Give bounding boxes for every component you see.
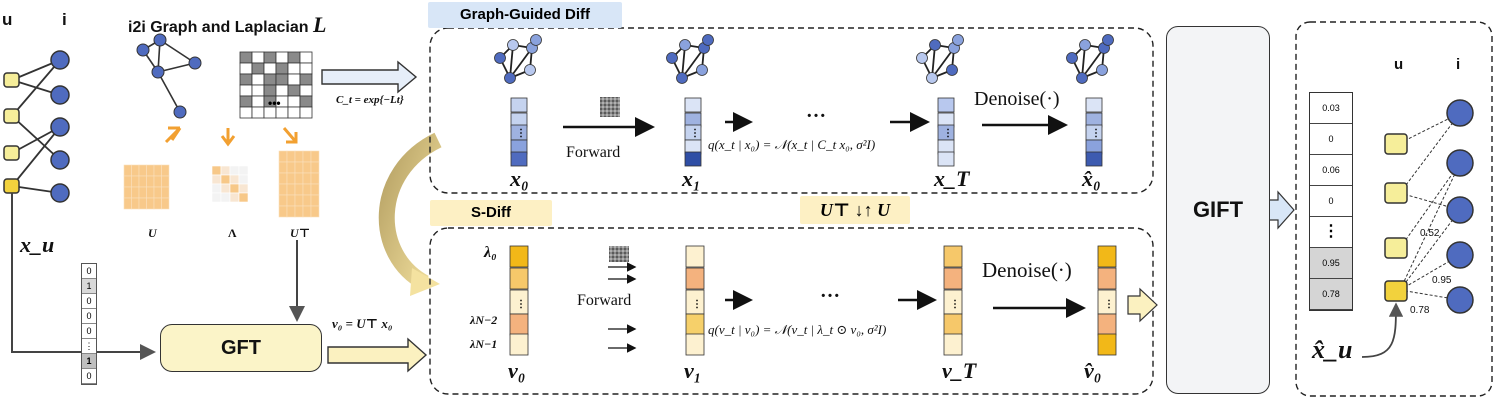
edge-weight-1: 0.52 [1420,228,1440,239]
blue-vectors: ⋮ ⋮ ⋮ ⋮ [510,97,1103,167]
transform-label: U⊤ ↓↑ U [800,196,910,224]
svg-text:⋮: ⋮ [950,299,960,310]
score-cell: 0.95 [1310,248,1352,279]
edge-weight-2: 0.95 [1432,275,1452,286]
svg-text:⋮: ⋮ [692,299,702,310]
score-cell: 0.03 [1310,93,1352,124]
curved-arrow-head [410,268,440,296]
graph-diff-title: Graph-Guided Diff [428,2,622,28]
svg-text:⋮: ⋮ [943,128,953,139]
gft-box: GFT [160,324,322,372]
sdiff-to-gift-arrow [1127,287,1158,323]
lambda-matrix-label: Λ [228,226,237,240]
svg-text:⋮: ⋮ [1104,299,1114,310]
lambda-matrix [211,165,249,203]
lambda0-label: λ₀ [484,244,497,261]
ut-matrix [278,150,320,218]
score-cell: 0.06 [1310,155,1352,186]
xu-label: x_u [20,232,55,257]
dots-top: … [806,100,826,122]
graph-diff-box [429,27,1154,194]
i-label-right: i [1456,56,1461,73]
score-cell: 0 [1310,124,1352,155]
u-matrix-label: U [148,226,157,240]
output-graph [1384,99,1474,314]
gift-to-output-arrow [1267,190,1295,230]
input-vector-cell: 0 [82,309,96,324]
u-label-right: u [1394,56,1404,73]
xu-hat-label: x̂_u [1312,335,1353,364]
input-vector-cell: 0 [82,264,96,279]
noise-icon-bottom [609,246,629,262]
svg-text:⋮: ⋮ [516,299,526,310]
xu-to-gft-line [11,193,156,360]
gft-output-arrow [327,337,428,373]
s-diff-box [429,227,1154,395]
input-vector-cell: ⋮ [82,339,96,354]
v0hat-label: v̂₀ [1084,358,1102,383]
dots-bottom: … [820,280,840,302]
input-vector-cell: 0 [82,324,96,339]
i-label-left: i [62,10,67,29]
ct-equation: C_t = exp{−Lt} [336,94,404,106]
vT-label: v_T [942,358,977,383]
denoise-label-bottom: Denoise(·) [982,258,1072,282]
lambdaN2-label: λN−2 [470,313,498,327]
s-diff-title: S-Diff [430,200,552,226]
xu-hat-curve [1361,302,1404,358]
svg-text:⋮: ⋮ [516,128,526,139]
input-vector-cell: 1 [82,354,96,369]
lambdaN1-label: λN−1 [470,337,498,351]
bipartite-graph [3,50,70,203]
input-vector-cell: 1 [82,279,96,294]
score-cell: ⋮ [1310,217,1352,248]
u-matrix [123,164,170,210]
svg-text:⋮: ⋮ [1091,128,1101,139]
edge-weight-3: 0.78 [1410,305,1430,316]
ct-arrow [321,60,418,94]
q-equation-top: q(x_t | x₀) = 𝒩(x_t | C_t x₀, σ²I) [708,137,876,152]
input-vector-cell: 0 [82,294,96,309]
q-equation-bottom: q(v_t | v₀) = 𝒩(v_t | λ_t ⊙ v₀, σ²I) [708,322,887,337]
xT-label: x_T [934,166,970,191]
score-cell: 0 [1310,186,1352,217]
forward-label-top: Forward [566,144,621,161]
output-box [1295,21,1493,397]
u-label-left: u [2,10,13,29]
v0-label: v₀ [508,358,526,383]
ut-matrix-label: U⊤ [290,226,311,240]
noise-icon-top [600,97,620,117]
forward-label-bottom: Forward [577,292,632,309]
svg-text:⋮: ⋮ [690,128,700,139]
input-vector-cell: 0 [82,369,96,384]
denoise-label-top: Denoise(·) [974,88,1060,110]
svg-text:•••: ••• [268,96,281,110]
x0hat-label: x̂₀ [1082,166,1101,191]
laplacian-matrix: ••• [239,51,313,119]
x0-label: x₀ [510,166,529,191]
v0-equation: v₀ = U⊤ x₀ [332,316,393,331]
curved-transfer-arrow [378,132,442,291]
x1-label: x₁ [682,166,701,191]
orange-arrows [164,126,298,147]
graph-laplacian-title: i2i Graph and Laplacian L [128,12,327,37]
orange-vectors: ⋮ ⋮ ⋮ ⋮ [509,245,1117,356]
gift-box: GIFT [1166,26,1270,394]
score-cell: 0.78 [1310,279,1352,310]
i2i-graph [136,33,202,119]
v1-label: v₁ [684,358,702,383]
graph-thumbnails [494,34,1114,84]
